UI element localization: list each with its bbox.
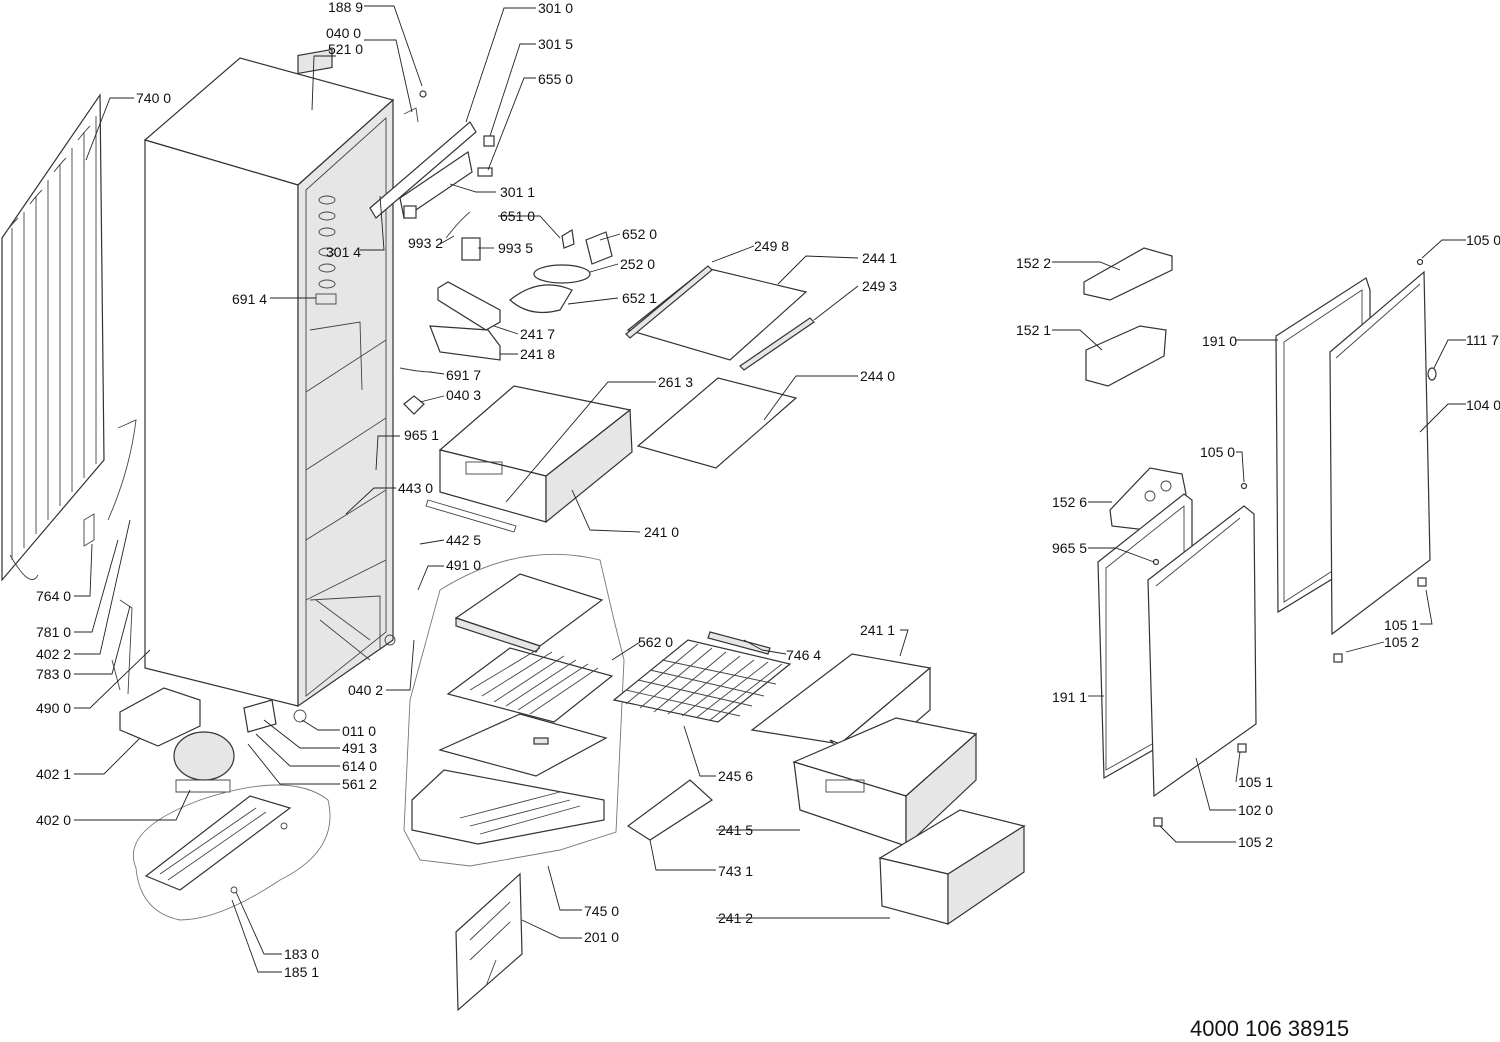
part-label: 402 1 <box>36 766 71 782</box>
leader-lines <box>74 5 1466 973</box>
part-label: 562 0 <box>638 634 673 650</box>
part-label: 651 0 <box>500 208 535 224</box>
part-label: 102 0 <box>1238 802 1273 818</box>
part-label: 691 4 <box>232 291 267 307</box>
part-label: 105 0 <box>1200 444 1235 460</box>
part-label: 104 0 <box>1466 397 1500 413</box>
part-label: 241 1 <box>860 622 895 638</box>
crisper-drawer-upper <box>425 385 633 533</box>
part-label: 781 0 <box>36 624 71 640</box>
part-label: 490 0 <box>36 700 71 716</box>
part-label: 183 0 <box>284 946 319 962</box>
part-label: 965 5 <box>1052 540 1087 556</box>
part-label: 011 0 <box>342 723 376 739</box>
part-label: 442 5 <box>446 532 481 548</box>
part-label: 740 0 <box>136 90 171 106</box>
part-label: 185 1 <box>284 964 319 980</box>
part-label: 652 1 <box>622 290 657 306</box>
bracket-parts <box>399 281 501 415</box>
part-label: 614 0 <box>342 758 377 774</box>
part-label: 188 9 <box>328 0 363 15</box>
part-label: 301 0 <box>538 0 573 16</box>
part-label: 691 7 <box>446 367 481 383</box>
part-label: 965 1 <box>404 427 439 443</box>
part-label: 152 6 <box>1052 494 1087 510</box>
part-label: 040 2 <box>348 682 383 698</box>
part-label: 105 1 <box>1384 617 1419 633</box>
part-label: 105 2 <box>1238 834 1273 850</box>
part-label: 040 0 <box>326 25 361 41</box>
part-label: 652 0 <box>622 226 657 242</box>
part-label: 244 1 <box>862 250 897 266</box>
part-label: 152 2 <box>1016 255 1051 271</box>
part-label: 746 4 <box>786 647 821 663</box>
part-label: 783 0 <box>36 666 71 682</box>
refrigerator-cabinet <box>143 48 396 723</box>
part-label: 491 0 <box>446 557 481 573</box>
upper-door <box>1275 258 1437 663</box>
part-label: 249 8 <box>754 238 789 254</box>
part-label: 105 2 <box>1384 634 1419 650</box>
part-label: 040 3 <box>446 387 481 403</box>
part-label: 105 0 <box>1466 232 1500 248</box>
document-number: 4000 106 38915 <box>1190 1016 1350 1041</box>
part-label: 521 0 <box>328 41 363 57</box>
part-label: 241 7 <box>520 326 555 342</box>
part-label: 301 4 <box>326 244 361 260</box>
part-label: 745 0 <box>584 903 619 919</box>
part-label: 241 5 <box>718 822 753 838</box>
part-label: 201 0 <box>584 929 619 945</box>
part-label: 443 0 <box>398 480 433 496</box>
part-label: 241 0 <box>644 524 679 540</box>
part-label: 561 2 <box>342 776 377 792</box>
part-label: 764 0 <box>36 588 71 604</box>
part-label: 402 0 <box>36 812 71 828</box>
part-label: 261 3 <box>658 374 693 390</box>
part-label: 743 1 <box>718 863 753 879</box>
control-panel-parts <box>369 90 613 313</box>
part-label: 152 1 <box>1016 322 1051 338</box>
part-label: 252 0 <box>620 256 655 272</box>
part-label: 241 8 <box>520 346 555 362</box>
part-label: 491 3 <box>342 740 377 756</box>
covers-and-panels <box>455 779 713 1012</box>
part-label: 249 3 <box>862 278 897 294</box>
part-label: 105 1 <box>1238 774 1273 790</box>
compressor-base-parts <box>83 419 331 921</box>
freezer-drawers <box>750 653 1026 926</box>
part-labels: 188 9 040 0 521 0 301 0 301 5 655 0 740 … <box>36 0 1500 980</box>
glass-shelves <box>625 265 815 469</box>
lower-door <box>1097 482 1257 827</box>
part-label: 241 2 <box>718 910 753 926</box>
part-label: 301 1 <box>500 184 535 200</box>
part-label: 301 5 <box>538 36 573 52</box>
part-label: 993 2 <box>408 235 443 251</box>
part-label: 111 7 <box>1466 332 1499 348</box>
part-label: 655 0 <box>538 71 573 87</box>
part-label: 245 6 <box>718 768 753 784</box>
door-bins <box>1083 247 1187 531</box>
evaporator-assembly <box>403 553 625 867</box>
part-label: 402 2 <box>36 646 71 662</box>
part-label: 191 1 <box>1052 689 1087 705</box>
part-label: 244 0 <box>860 368 895 384</box>
wire-shelf <box>612 631 792 723</box>
condenser-coil <box>1 93 105 582</box>
part-label: 993 5 <box>498 240 533 256</box>
part-label: 191 0 <box>1202 333 1237 349</box>
